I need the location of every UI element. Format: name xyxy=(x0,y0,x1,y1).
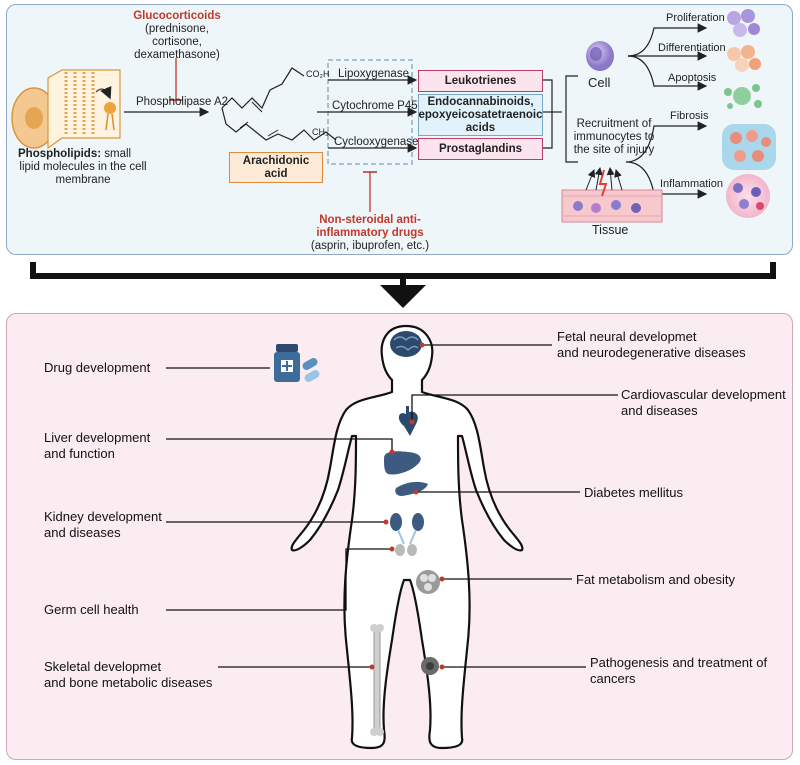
brain-organ xyxy=(390,331,422,357)
phospholipids-desc-2: lipid molecules in the cell xyxy=(19,161,147,173)
outcome-differentiation: Differentiation xyxy=(658,42,726,54)
prostaglandins-box: Prostaglandins xyxy=(418,138,543,160)
arachidonic-acid-structure xyxy=(221,67,305,110)
phospholipids-desc-1: small xyxy=(104,148,132,160)
heart-organ xyxy=(398,406,418,436)
human-body-silhouette xyxy=(290,324,524,750)
fat-cells-icon xyxy=(416,570,440,594)
ch3-label: CH₃ xyxy=(312,127,329,137)
label-kidney-2: and diseases xyxy=(44,525,121,540)
phospholipase-label: Phospholipase A2 xyxy=(136,96,229,108)
phospholipid-cell-illustration xyxy=(11,69,121,150)
cell-label: Cell xyxy=(588,75,611,90)
outcome-apoptosis: Apoptosis xyxy=(668,72,717,84)
label-cardio-1: Cardiovascular development xyxy=(621,387,786,402)
outcome-fibrosis: Fibrosis xyxy=(670,110,709,122)
label-drug-development: Drug development xyxy=(44,360,151,375)
label-neural-1: Fetal neural developmet xyxy=(557,329,697,344)
label-diabetes: Diabetes mellitus xyxy=(584,485,683,500)
label-skeletal-1: Skeletal developmet xyxy=(44,659,162,674)
label-liver-1: Liver development xyxy=(44,430,151,445)
phospholipids-title: Phospholipids: xyxy=(18,148,102,160)
label-liver-2: and function xyxy=(44,446,115,461)
label-cancer-1: Pathogenesis and treatment of xyxy=(590,655,768,670)
nsaid-title-2: inflammatory drugs xyxy=(316,227,424,239)
glucocorticoids-examples-2: cortisone, xyxy=(152,36,202,48)
fibrosis-tissue-icon xyxy=(722,124,776,170)
tissue-label: Tissue xyxy=(592,223,629,237)
tumor-icon xyxy=(421,657,439,675)
inflammation-cells-icon xyxy=(726,174,770,218)
outcome-inflammation: Inflammation xyxy=(660,178,723,190)
glucocorticoids-examples-3: dexamethasone) xyxy=(134,49,220,61)
co2h-label: CO₂H xyxy=(306,69,330,79)
enzyme-lipoxygenase: Lipoxygenase xyxy=(338,68,409,80)
recruit-line-3: the site of injury xyxy=(573,144,655,156)
cell-illustration xyxy=(586,41,614,71)
label-kidney-1: Kidney development xyxy=(44,509,162,524)
label-cardio-2: and diseases xyxy=(621,403,698,418)
tissue-vessel-illustration xyxy=(561,167,663,223)
recruit-line-1: Recruitment of xyxy=(576,118,652,130)
bone-icon xyxy=(370,624,384,736)
arachidonic-line-1: Arachidonic xyxy=(242,154,310,167)
apoptosis-cells-icon xyxy=(724,84,762,109)
gonad-organ xyxy=(395,544,417,556)
enzyme-cyclooxygenase: Cyclooxygenase xyxy=(334,136,419,148)
label-fat-metabolism: Fat metabolism and obesity xyxy=(576,572,735,587)
nsaid-title-1: Non-steroidal anti- xyxy=(319,214,421,226)
medicine-icon xyxy=(274,344,320,382)
arachidonic-line-2: acid xyxy=(264,167,288,180)
differentiation-cells-icon xyxy=(727,45,761,72)
endo-line-1: Endocannabinoids, xyxy=(427,95,534,108)
enzyme-cytochrome: Cytochrome P450 xyxy=(332,100,425,112)
glucocorticoids-examples-1: (prednisone, xyxy=(145,23,209,35)
pancreas-organ xyxy=(395,481,428,496)
endocannabinoids-box: Endocannabinoids, epoxyeicosatetraenoic … xyxy=(418,94,543,136)
endo-line-3: acids xyxy=(465,121,496,134)
nsaid-examples: (asprin, ibuprofen, etc.) xyxy=(310,240,430,252)
label-neural-2: and neurodegenerative diseases xyxy=(557,345,746,360)
leukotrienes-box: Leukotrienes xyxy=(418,70,543,92)
proliferation-cells-icon xyxy=(727,9,760,37)
liver-organ xyxy=(384,451,421,475)
label-skeletal-2: and bone metabolic diseases xyxy=(44,675,213,690)
phospholipids-desc-3: membrane xyxy=(55,174,111,186)
recruit-line-2: immunocytes to xyxy=(573,131,655,143)
label-germ-cell: Germ cell health xyxy=(44,602,139,617)
outcome-proliferation: Proliferation xyxy=(666,12,725,24)
kidneys-organ xyxy=(390,513,424,545)
glucocorticoids-title: Glucocorticoids xyxy=(133,10,221,22)
endo-line-2: epoxyeicosatetraenoic xyxy=(418,108,543,121)
arachidonic-acid-box: Arachidonic acid xyxy=(229,152,323,183)
label-cancer-2: cancers xyxy=(590,671,636,686)
